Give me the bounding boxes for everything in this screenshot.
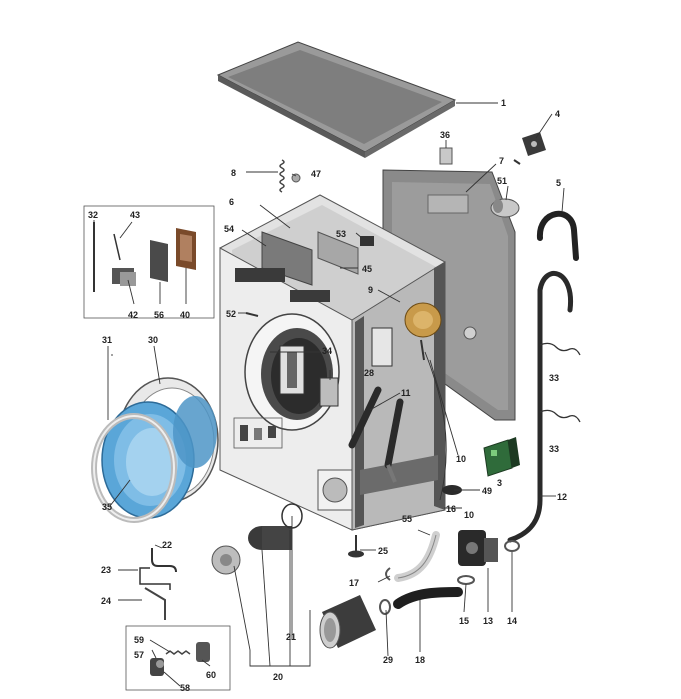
control-board-3 (483, 437, 520, 477)
label-42: 42 (128, 310, 138, 320)
label-18: 18 (415, 655, 425, 665)
label-11: 11 (401, 388, 411, 398)
label-60: 60 (206, 670, 216, 680)
drain-pump-13 (458, 530, 498, 566)
clamp-15 (457, 575, 475, 585)
hose-18 (393, 587, 463, 609)
label-51: 51 (497, 176, 507, 186)
label-54: 54 (224, 224, 234, 234)
heater-parts-20 (211, 503, 303, 575)
cable-33b (539, 409, 581, 423)
sump-hose-21 (319, 595, 376, 649)
label-12: 12 (557, 492, 567, 502)
label-32: 32 (88, 210, 98, 220)
label-55: 55 (402, 514, 412, 524)
spring (279, 159, 301, 193)
clip-36 (439, 147, 453, 165)
part-23 (139, 567, 171, 590)
label-53: 53 (336, 229, 346, 239)
label-6: 6 (229, 197, 234, 207)
label-14: 14 (507, 616, 517, 626)
label-52: 52 (226, 309, 236, 319)
label-59: 59 (134, 635, 144, 645)
hinge-bolt-inset (125, 625, 231, 691)
hose-55 (394, 531, 440, 582)
label-16: 16 (446, 504, 456, 514)
door-assembly (91, 377, 219, 523)
label-7: 7 (499, 156, 504, 166)
part-number-labels: 1 3 4 5 6 7 8 9 10 10 11 12 13 14 15 16 … (88, 98, 567, 693)
label-3: 3 (497, 478, 502, 488)
label-24: 24 (101, 596, 111, 606)
shock-absorbers (348, 386, 404, 483)
top-lid (216, 41, 457, 158)
label-47: 47 (311, 169, 321, 179)
cabinet-body (219, 194, 446, 531)
label-49: 49 (482, 486, 492, 496)
label-17: 17 (349, 578, 359, 588)
hinge-parts-inset (233, 417, 283, 449)
label-35: 35 (102, 502, 112, 512)
label-45: 45 (362, 264, 372, 274)
label-30: 30 (148, 335, 158, 345)
label-15: 15 (459, 616, 469, 626)
hose-5 (536, 210, 579, 261)
label-33a: 33 (549, 373, 559, 383)
door-lock-inset (83, 205, 215, 319)
pressure-chamber (404, 302, 442, 361)
foot-25 (348, 535, 364, 558)
screw-52 (245, 312, 259, 317)
label-23: 23 (101, 565, 111, 575)
leader-lines (93, 102, 565, 687)
hook-22 (151, 548, 177, 573)
clamp-14 (504, 540, 520, 552)
label-5: 5 (556, 178, 561, 188)
screw-53 (360, 236, 374, 246)
cable-33a (539, 342, 581, 356)
label-56: 56 (154, 310, 164, 320)
filter-51 (490, 198, 520, 218)
label-25: 25 (378, 546, 388, 556)
label-13: 13 (483, 616, 493, 626)
label-4: 4 (555, 109, 560, 119)
label-58: 58 (180, 683, 190, 693)
gasket-49 (442, 485, 462, 495)
label-10a: 10 (456, 454, 466, 464)
label-57: 57 (134, 650, 144, 660)
switch-4 (513, 132, 546, 165)
label-29: 29 (383, 655, 393, 665)
label-43: 43 (130, 210, 140, 220)
label-21: 21 (286, 632, 296, 642)
part-24 (144, 587, 166, 620)
label-36: 36 (440, 130, 450, 140)
label-34: 34 (322, 346, 332, 356)
label-20: 20 (273, 672, 283, 682)
label-40: 40 (180, 310, 190, 320)
drain-hose-12 (507, 270, 574, 543)
label-31: 31 (102, 335, 112, 345)
label-22: 22 (162, 540, 172, 550)
label-8: 8 (231, 168, 236, 178)
label-33b: 33 (549, 444, 559, 454)
label-28: 28 (364, 368, 374, 378)
label-1: 1 (501, 98, 506, 108)
label-9: 9 (368, 285, 373, 295)
clamp-29 (379, 599, 391, 615)
label-10b: 10 (464, 510, 474, 520)
clamp-17 (385, 567, 391, 581)
